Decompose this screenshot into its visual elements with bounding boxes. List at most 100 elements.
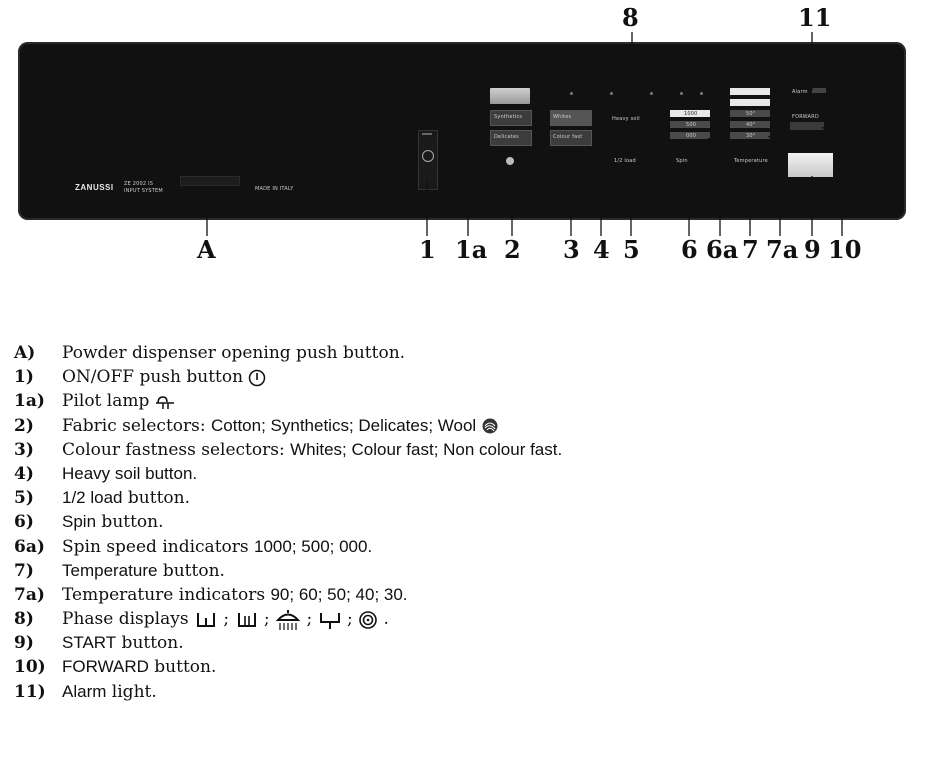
legend-text: Powder dispenser opening push button. — [62, 341, 405, 365]
callout-5: 5 — [623, 235, 640, 264]
legend-text-sans: Cotton; Synthetics; Delicates; Wool — [211, 415, 481, 435]
legend-text-pre: Fabric selectors: — [62, 415, 211, 436]
pilot-lamp — [422, 133, 432, 135]
fabric-synthetics-button[interactable] — [490, 110, 532, 126]
legend-text: FORWARD button. — [62, 655, 216, 679]
temperature-label: Temperature — [734, 158, 768, 164]
callout-7a: 7a — [766, 235, 799, 264]
legend-text: Spin button. — [62, 510, 164, 534]
legend-text-pre: Phase displays — [62, 609, 194, 630]
powder-dispenser-button[interactable] — [180, 176, 240, 186]
legend-text: Alarm light. — [62, 680, 157, 704]
spin-1000-label: 1000 — [684, 111, 698, 117]
pilot-lamp-icon — [155, 391, 175, 411]
legend-text-post: button. — [157, 560, 225, 581]
brand-logo: ZANUSSI — [75, 183, 114, 192]
callout-lines — [206, 32, 843, 236]
whites-label: Whites — [553, 114, 572, 120]
legend-text: Colour fastness selectors: Whites; Colou… — [62, 438, 562, 462]
legend-text: Spin speed indicators 1000; 500; 000. — [62, 535, 372, 559]
phase-display-2 — [610, 92, 613, 95]
phase-display-4 — [680, 92, 683, 95]
phase-icons: ; ; ; ; . — [194, 609, 389, 630]
colour-fast-button[interactable] — [550, 130, 592, 146]
legend-text-sans: Alarm — [62, 681, 107, 701]
power-symbol-icon — [248, 367, 266, 387]
colour-fast-label: Colour fast — [553, 134, 583, 140]
heavy-soil-label: Heavy soil — [612, 116, 640, 122]
half-load-label: 1/2 load — [614, 158, 636, 164]
fabric-delicates-button[interactable] — [490, 130, 532, 146]
power-symbol-icon — [422, 150, 434, 162]
legend-text: Temperature indicators 90; 60; 50; 40; 3… — [62, 583, 408, 607]
legend-text: START button. — [62, 631, 184, 655]
legend-text-post: button. — [116, 633, 184, 654]
legend-key: 9) — [14, 633, 34, 654]
callout-4: 4 — [593, 235, 610, 264]
spin-500-label: 500 — [686, 122, 697, 128]
fabric-cotton-button[interactable] — [490, 88, 530, 104]
legend-key: 10) — [14, 657, 46, 678]
phase-drain-icon — [319, 612, 340, 629]
temp-40-label: 40° — [746, 122, 756, 128]
forward-button[interactable] — [790, 122, 824, 130]
temp-50-label: 50° — [746, 111, 756, 117]
callout-1a: 1a — [455, 235, 488, 264]
spin-label: Spin — [676, 158, 688, 164]
legend-text-sans: 1000; 500; 000. — [254, 536, 373, 556]
legend-key: 5) — [14, 488, 34, 509]
whites-button[interactable] — [550, 110, 592, 126]
legend-text-sans: Whites; Colour fast; Non colour fast. — [290, 439, 563, 459]
spin-indicator-000 — [670, 132, 710, 139]
legend-text-sans: Temperature — [62, 560, 158, 580]
temp-indicator-40 — [730, 121, 770, 128]
legend-key: 4) — [14, 463, 34, 484]
phase-prewash-icon — [196, 612, 215, 627]
legend-text: Fabric selectors: Cotton; Synthetics; De… — [62, 414, 499, 438]
fabric-delicates-label: Delicates — [494, 134, 519, 140]
legend-text-sans: Heavy soil button. — [62, 463, 198, 483]
legend-key: 11) — [14, 681, 46, 702]
temp-30-label: 30° — [746, 133, 756, 139]
start-button[interactable] — [788, 153, 833, 177]
phase-rinse-icon — [275, 609, 301, 630]
callout-9: 9 — [804, 235, 821, 264]
temp-indicator-90 — [730, 88, 770, 95]
legend-text-pre: Pilot lamp — [62, 391, 155, 412]
forward-label: FORWARD — [792, 114, 819, 120]
washing-machine-control-panel — [18, 42, 906, 220]
phase-wash-icon — [237, 612, 256, 627]
wool-selector-button[interactable] — [506, 157, 514, 165]
legend-key: 6) — [14, 512, 34, 533]
legend-text: 1/2 load button. — [62, 486, 190, 510]
legend-text-sans: 1/2 load — [62, 488, 123, 508]
callout-8: 8 — [622, 3, 639, 32]
legend-key: 7a) — [14, 584, 45, 605]
phase-spin-icon — [359, 610, 377, 629]
temp-indicator-60 — [730, 99, 770, 106]
legend-text-pre: Powder dispenser opening push button. — [62, 343, 406, 363]
legend-key: 8) — [14, 609, 34, 630]
fabric-synthetics-label: Synthetics — [494, 114, 523, 120]
legend-text-sans: Spin — [62, 512, 97, 532]
legend-text-sans: 90; 60; 50; 40; 30. — [270, 584, 408, 604]
callout-6: 6 — [681, 235, 698, 264]
alarm-light — [812, 88, 826, 93]
temp-indicator-30 — [730, 132, 770, 139]
legend-text: ON/OFF push button — [62, 365, 266, 389]
spin-indicator-1000 — [670, 110, 710, 117]
legend-key: 3) — [14, 439, 34, 460]
phase-display-3 — [650, 92, 653, 95]
input-system-label: INPUT SYSTEM — [124, 188, 163, 194]
callout-A: A — [197, 235, 216, 264]
legend-text-pre: ON/OFF push button — [62, 367, 249, 388]
phase-display-1 — [570, 92, 573, 95]
legend-key: 2) — [14, 415, 34, 436]
callout-6a: 6a — [706, 235, 739, 264]
legend-key: 7) — [14, 560, 34, 581]
legend-text: Pilot lamp — [62, 389, 175, 413]
model-label: ZE 2002 IS — [124, 181, 154, 187]
legend-text: Temperature button. — [62, 559, 225, 583]
callout-10: 10 — [828, 235, 862, 264]
legend-text-post: button. — [122, 488, 190, 509]
